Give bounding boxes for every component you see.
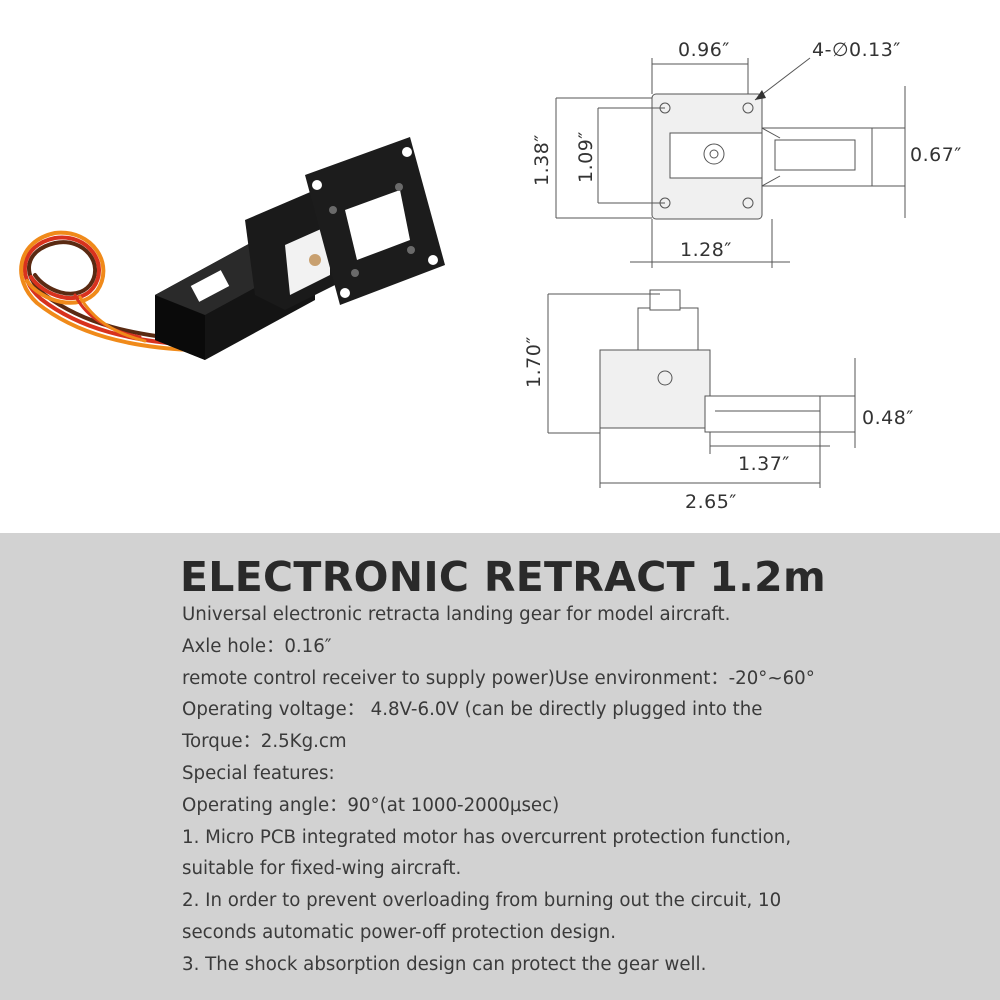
- product-title: ELECTRONIC RETRACT 1.2m: [180, 553, 826, 601]
- spec-line: Operating angle：90°(at 1000-2000μsec): [182, 794, 560, 816]
- spec-panel: ELECTRONIC RETRACT 1.2m Universal electr…: [0, 533, 1000, 1000]
- spec-line: Special features:: [182, 762, 335, 784]
- dim-width: 1.28″: [680, 239, 732, 261]
- dim-leg-length: 1.37″: [738, 453, 790, 475]
- spec-line: Universal electronic retracta landing ge…: [182, 604, 731, 625]
- dim-leg-height-side: 0.48″: [862, 407, 914, 429]
- dim-hole-spacing: 0.96″: [678, 39, 730, 61]
- dim-hole-spec: 4-∅0.13″: [812, 39, 901, 61]
- spec-line: 2. In order to prevent overloading from …: [182, 890, 782, 912]
- spec-line: Torque：2.5Kg.cm: [182, 731, 347, 753]
- spec-line: Axle hole：0.16″: [182, 635, 332, 657]
- spec-list: Universal electronic retracta landing ge…: [182, 599, 815, 981]
- spec-line: suitable for fixed-wing aircraft.: [182, 858, 462, 880]
- dim-inner-height: 1.09″: [575, 131, 597, 183]
- retract-photo: [19, 137, 445, 360]
- dim-total-length: 2.65″: [685, 491, 737, 513]
- spec-line: 3. The shock absorption design can prote…: [182, 953, 707, 975]
- dim-leg-height-top: 0.67″: [910, 144, 962, 166]
- dimension-drawing: 0.96″ 4-∅0.13″ 1.38″ 1.09″ 0.67″ 1.28″ 1…: [523, 39, 962, 513]
- spec-line: Operating voltage： 4.8V-6.0V (can be dir…: [182, 699, 763, 721]
- dim-outer-height: 1.38″: [531, 134, 553, 186]
- product-image-area: 0.96″ 4-∅0.13″ 1.38″ 1.09″ 0.67″ 1.28″ 1…: [19, 39, 962, 513]
- dim-total-height: 1.70″: [523, 336, 545, 388]
- spec-line: 1. Micro PCB integrated motor has overcu…: [182, 826, 792, 848]
- spec-line: seconds automatic power-off protection d…: [182, 921, 617, 943]
- spec-line: remote control receiver to supply power)…: [182, 667, 815, 689]
